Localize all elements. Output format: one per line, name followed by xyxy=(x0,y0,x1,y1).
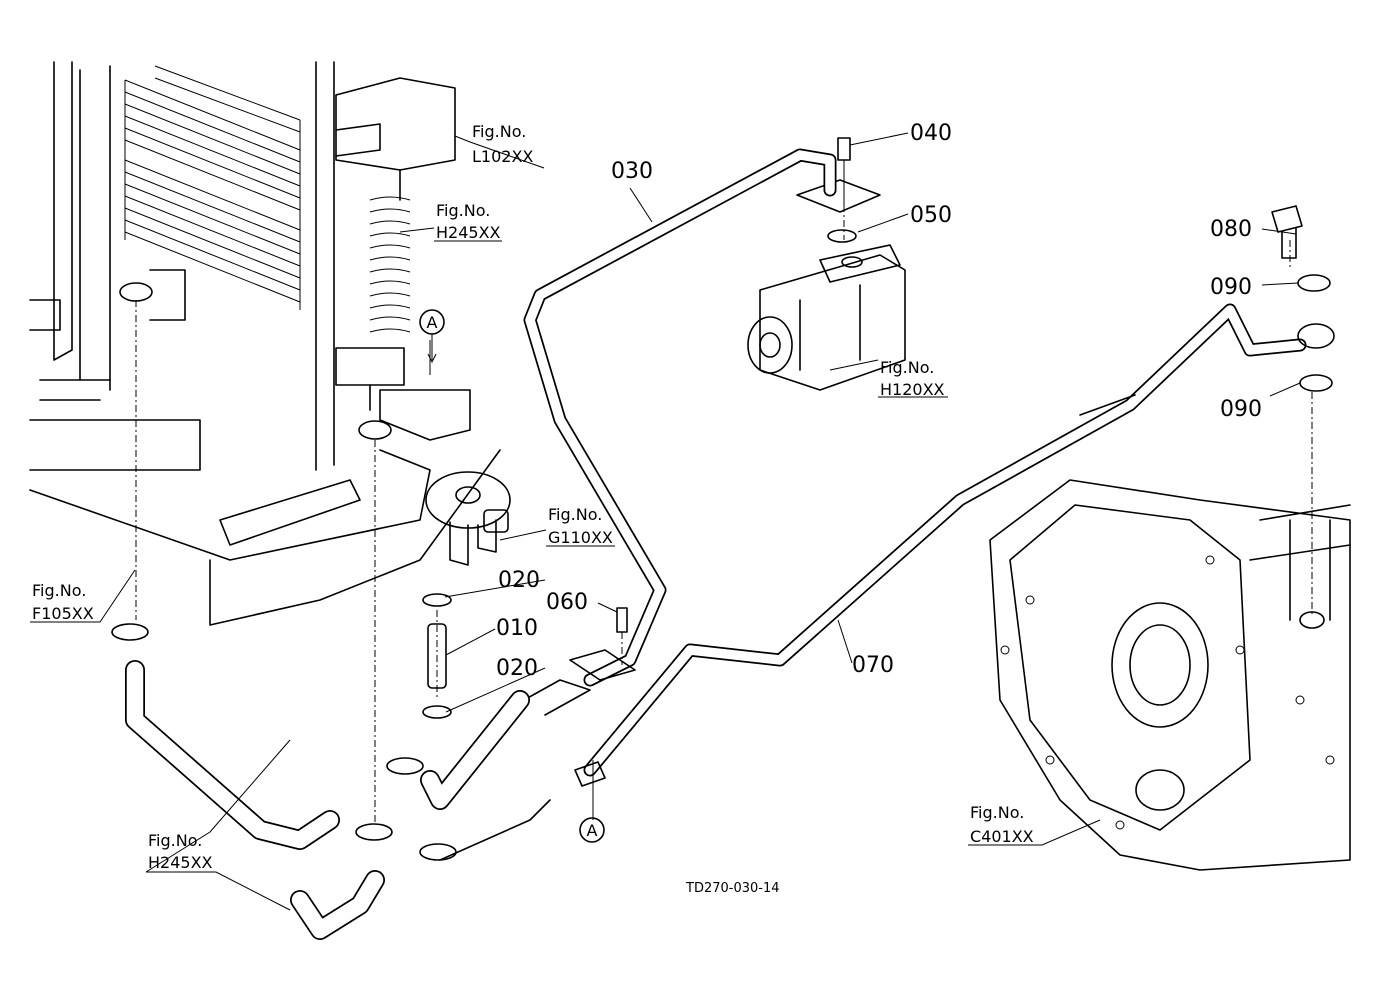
callout-a-lower: A xyxy=(579,817,605,843)
part-020-upper: 020 xyxy=(498,568,540,593)
callout-a-label: A xyxy=(427,313,438,332)
callout-a-upper: A xyxy=(419,309,445,364)
part-010: 010 xyxy=(496,616,538,641)
part-040: 040 xyxy=(910,121,952,146)
part-number-labels: 040 030 050 080 090 090 020 060 010 020 … xyxy=(496,121,1262,681)
part-030: 030 xyxy=(611,159,653,184)
fig-ref-code-g110: G110XX xyxy=(548,528,613,547)
part-090-upper: 090 xyxy=(1210,275,1252,300)
part-020-lower: 020 xyxy=(496,656,538,681)
transmission-case xyxy=(989,479,1351,871)
fig-ref-code-h120: H120XX xyxy=(880,380,945,399)
fig-ref-title: Fig.No. xyxy=(970,803,1024,822)
fig-ref-title: Fig.No. xyxy=(472,122,526,141)
part-050: 050 xyxy=(910,203,952,228)
callout-a-label: A xyxy=(587,821,598,840)
fitting-080-090 xyxy=(1271,205,1335,392)
center-lines xyxy=(135,160,1313,825)
fig-ref-title: Fig.No. xyxy=(436,201,490,220)
fig-ref-title: Fig.No. xyxy=(148,831,202,850)
filter-head xyxy=(425,471,511,566)
fig-ref-code-h245-upper: H245XX xyxy=(436,223,501,242)
figure-references: Fig.No. L102XX Fig.No. H245XX Fig.No. H1… xyxy=(32,122,1034,872)
fig-ref-code-c401: C401XX xyxy=(970,827,1034,846)
part-060: 060 xyxy=(546,590,588,615)
part-090-lower: 090 xyxy=(1220,397,1262,422)
radiator-assembly xyxy=(29,61,501,626)
fig-ref-title: Fig.No. xyxy=(548,505,602,524)
part-070: 070 xyxy=(852,653,894,678)
part-080: 080 xyxy=(1210,217,1252,242)
fig-ref-code-f105: F105XX xyxy=(32,604,94,623)
hoses-lower xyxy=(111,623,551,940)
drawing-code: TD270-030-14 xyxy=(685,881,780,896)
pipe-030 xyxy=(523,148,837,687)
clamp-bracket xyxy=(514,607,636,787)
fig-ref-code-l102: L102XX xyxy=(472,147,533,166)
fig-ref-title: Fig.No. xyxy=(880,358,934,377)
fig-ref-code-h245-lower: H245XX xyxy=(148,853,213,872)
pipe-070 xyxy=(583,303,1307,777)
fig-ref-title: Fig.No. xyxy=(32,581,86,600)
